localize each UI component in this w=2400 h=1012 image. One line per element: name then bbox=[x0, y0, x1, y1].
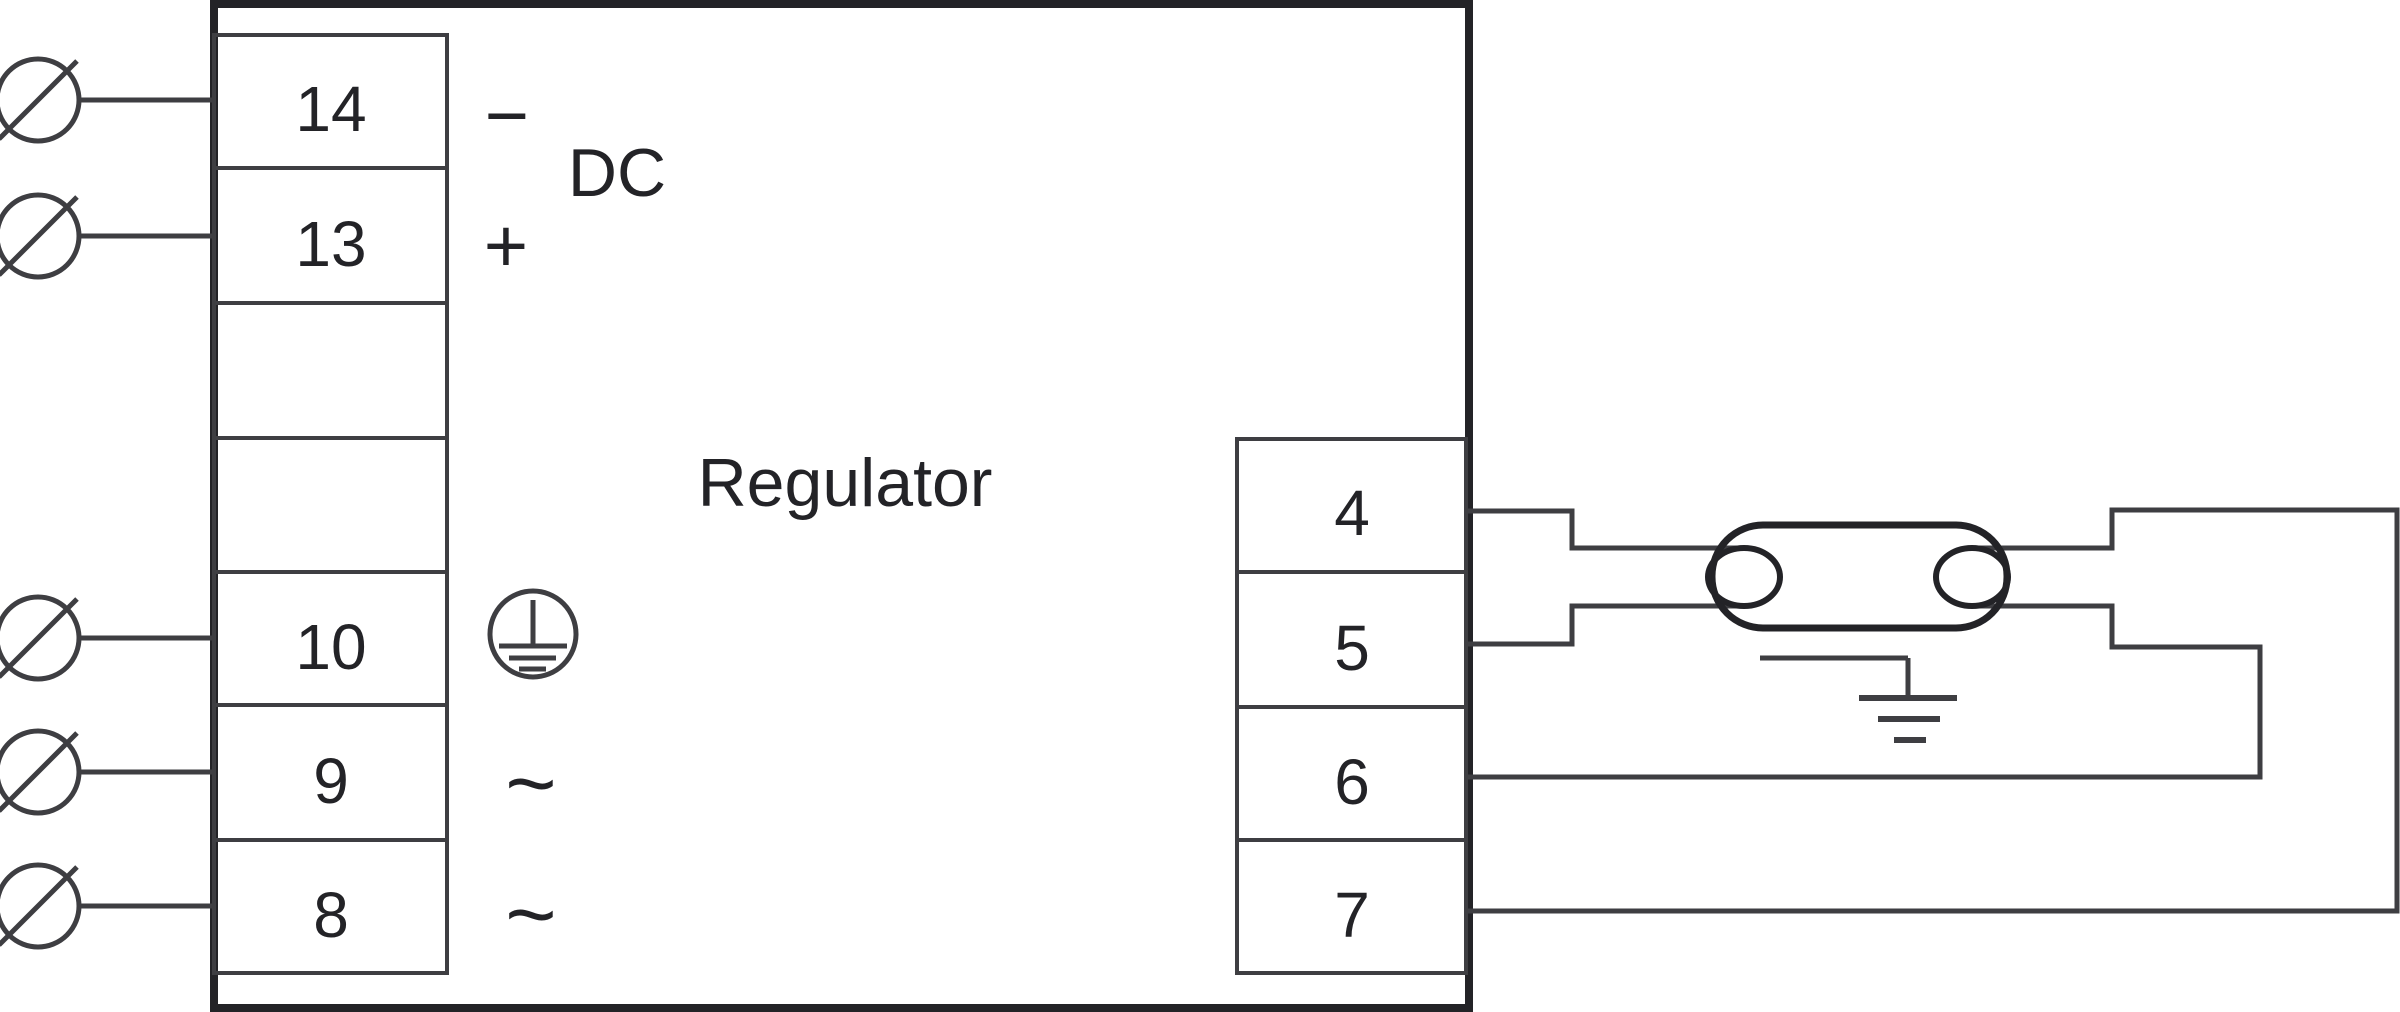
fluorescent-lamp-icon bbox=[1705, 521, 2011, 632]
screw-terminal-icon bbox=[0, 728, 214, 816]
lamp-tube bbox=[1708, 521, 2011, 632]
dc-positive-label: + bbox=[484, 204, 528, 289]
terminal-label-7: 7 bbox=[1334, 879, 1370, 951]
screw-terminal-icon bbox=[0, 862, 214, 950]
wire-terminal-5-lamp bbox=[1466, 603, 1744, 647]
left-terminal-block-outline bbox=[212, 33, 449, 975]
terminal-label-5: 5 bbox=[1334, 612, 1370, 684]
wire-terminal-7-lamp bbox=[1466, 507, 2400, 914]
screw-terminal-icon bbox=[0, 56, 214, 144]
dc-section: − DC + bbox=[484, 74, 666, 289]
terminal-label-9: 9 bbox=[313, 745, 349, 817]
device-label: Regulator bbox=[698, 445, 993, 521]
dc-label: DC bbox=[568, 135, 666, 211]
screw-terminal-icon bbox=[0, 594, 214, 682]
lamp-electrode-right bbox=[1933, 545, 2011, 609]
terminal-label-4: 4 bbox=[1334, 477, 1370, 549]
terminal-label-8: 8 bbox=[313, 879, 349, 951]
protective-earth-icon bbox=[487, 588, 579, 680]
terminal-label-6: 6 bbox=[1334, 746, 1370, 818]
dc-negative-label: − bbox=[485, 74, 529, 159]
ac-symbol-terminal-8: ~ bbox=[505, 865, 556, 964]
wire-terminal-6-lamp bbox=[1466, 603, 2263, 780]
earth-ground-icon bbox=[1760, 655, 1957, 743]
lamp-electrode-left bbox=[1705, 545, 1783, 609]
terminal-label-10: 10 bbox=[295, 611, 366, 683]
wire-terminal-4-lamp bbox=[1466, 508, 1744, 551]
terminal-label-14: 14 bbox=[295, 73, 366, 145]
ac-symbol-terminal-9: ~ bbox=[505, 734, 556, 833]
screw-terminal-icon bbox=[0, 192, 214, 280]
input-terminal-icons bbox=[0, 56, 214, 950]
left-terminal-block: 14 13 10 9 8 bbox=[212, 33, 449, 975]
terminal-label-13: 13 bbox=[295, 208, 366, 280]
right-terminal-block: 4 5 6 7 bbox=[1235, 437, 1468, 975]
